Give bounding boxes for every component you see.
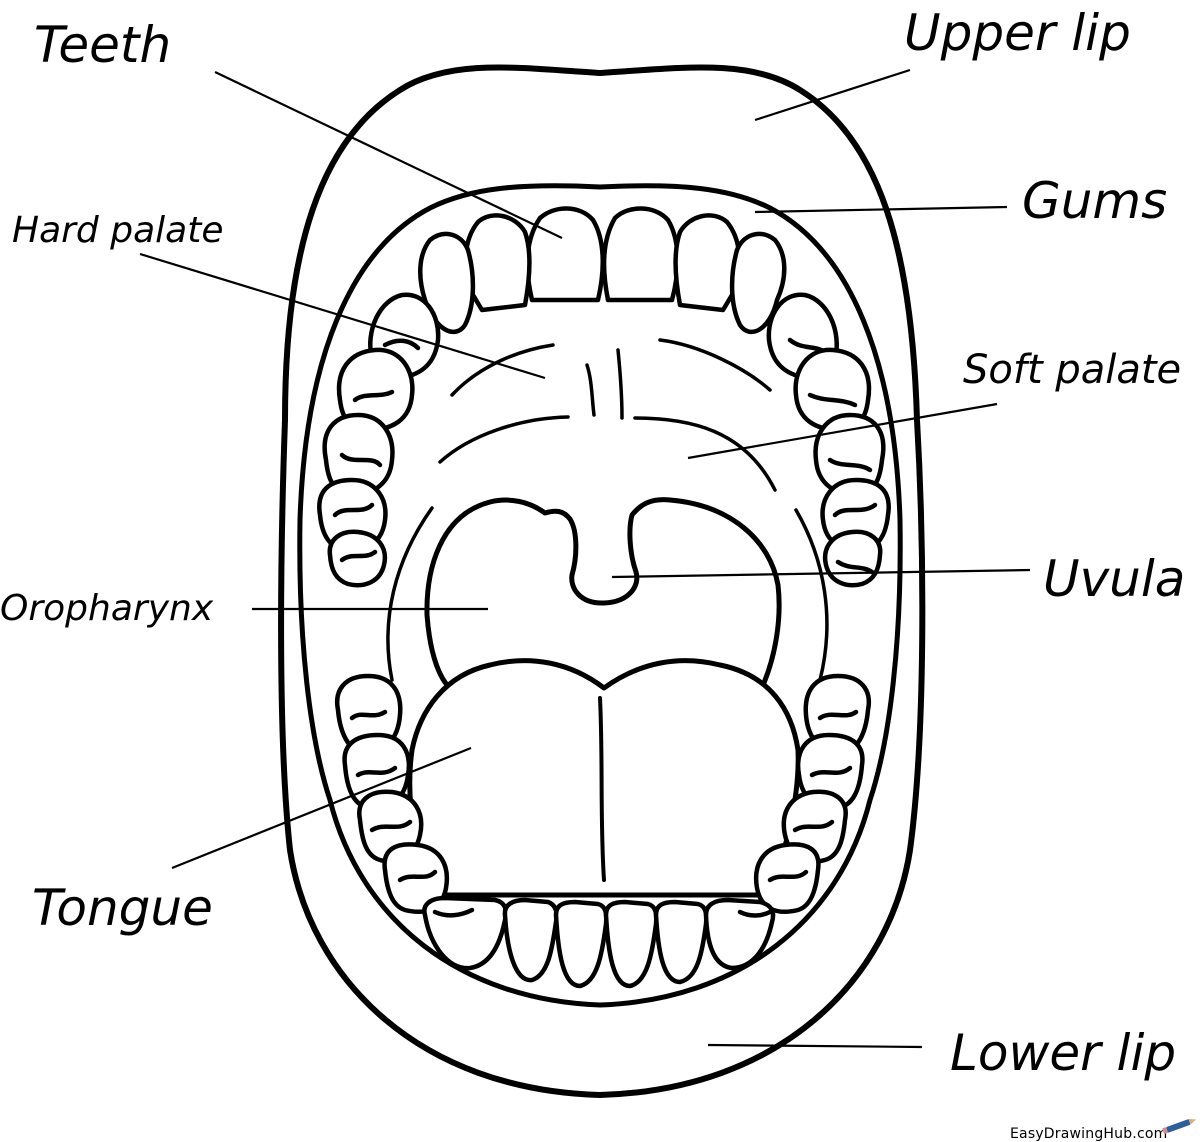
soft-palate-curve-left <box>438 415 570 464</box>
label-lower-lip: Lower lip <box>950 1024 1176 1082</box>
hard-palate-curve-left <box>450 343 555 397</box>
hard-palate-curve-right <box>658 338 772 392</box>
throat-curve-right <box>794 508 829 682</box>
leader-lower-lip <box>707 1043 923 1049</box>
upper-front-teeth <box>418 206 787 335</box>
throat-curve-left <box>386 506 434 682</box>
label-uvula: Uvula <box>1043 550 1185 608</box>
label-tongue: Tongue <box>32 879 213 937</box>
upper-right-molars <box>766 292 891 588</box>
inner-mouth-outline <box>297 183 903 1008</box>
label-oropharynx: Oropharynx <box>0 588 214 629</box>
leader-lines <box>139 68 1031 1049</box>
leader-hard-palate <box>139 252 546 380</box>
tongue-outline <box>407 658 801 898</box>
lower-right-teeth <box>753 673 872 915</box>
watermark-text: EasyDrawingHub.com <box>1010 1126 1167 1142</box>
leader-teeth <box>214 71 563 239</box>
leader-upper-lip <box>754 68 911 122</box>
labels: Teeth Upper lip Gums Hard palate Soft pa… <box>0 4 1185 1082</box>
label-teeth: Teeth <box>34 16 171 74</box>
outer-lips-outline <box>278 64 926 1098</box>
pencil-icon <box>1162 1118 1197 1135</box>
leader-tongue <box>171 746 472 870</box>
leader-uvula <box>611 568 1031 579</box>
lower-left-teeth <box>334 673 450 915</box>
watermark: EasyDrawingHub.com <box>1010 1118 1197 1142</box>
mouth-drawing <box>278 64 926 1098</box>
lower-front-teeth <box>422 895 776 989</box>
label-upper-lip: Upper lip <box>904 4 1131 62</box>
upper-left-molars <box>317 292 441 588</box>
palate-ridge-right <box>616 348 624 420</box>
soft-palate-curve-right <box>633 416 777 492</box>
oropharynx-outline <box>424 497 782 695</box>
label-soft-palate: Soft palate <box>963 347 1181 393</box>
tongue-midline <box>598 696 606 882</box>
label-gums: Gums <box>1022 172 1167 230</box>
leader-soft-palate <box>687 402 998 460</box>
palate-ridge-left <box>585 363 596 417</box>
leader-gums <box>754 205 1008 214</box>
label-hard-palate: Hard palate <box>12 210 223 251</box>
